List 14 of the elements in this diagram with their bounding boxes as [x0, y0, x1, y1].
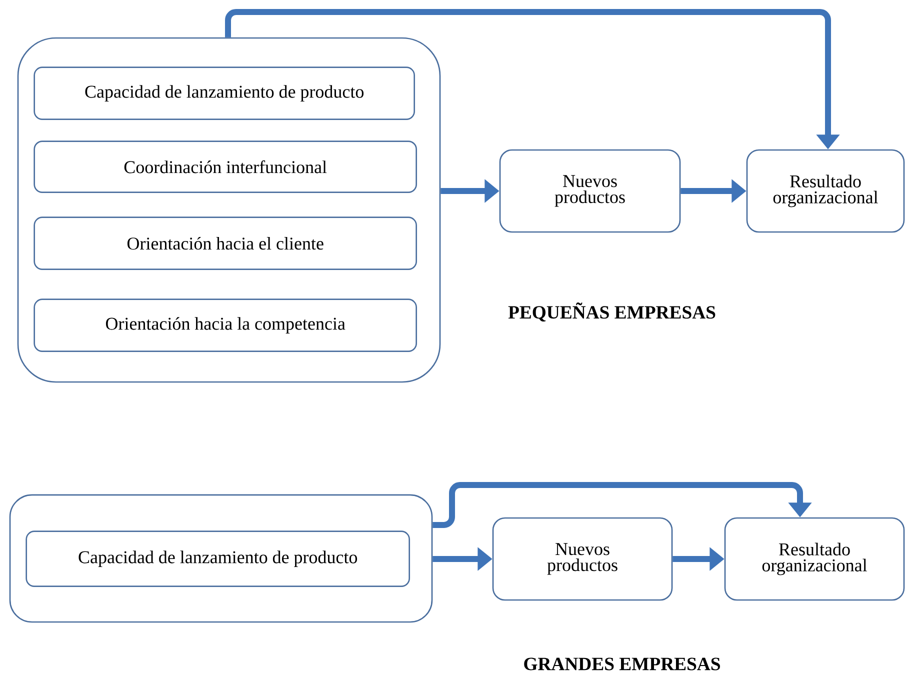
- arrow: [432, 482, 812, 528]
- process-box: Nuevos productos: [499, 149, 681, 233]
- process-box: Capacidad de lanzamiento de producto: [26, 530, 410, 587]
- process-box: Resultado organizacional: [724, 517, 905, 601]
- process-box: Capacidad de lanzamiento de producto: [34, 66, 415, 120]
- process-box: Resultado organizacional: [746, 149, 905, 233]
- process-box: Coordinación interfuncional: [34, 140, 417, 193]
- process-box: Orientación hacia el cliente: [34, 216, 417, 270]
- process-box: Nuevos productos: [492, 517, 673, 601]
- section-label: GRANDES EMPRESAS: [524, 658, 720, 670]
- group-box: [9, 494, 433, 623]
- section-label: PEQUEÑAS EMPRESAS: [508, 302, 716, 322]
- group-box: [17, 37, 441, 383]
- process-box: Orientación hacia la competencia: [34, 298, 417, 352]
